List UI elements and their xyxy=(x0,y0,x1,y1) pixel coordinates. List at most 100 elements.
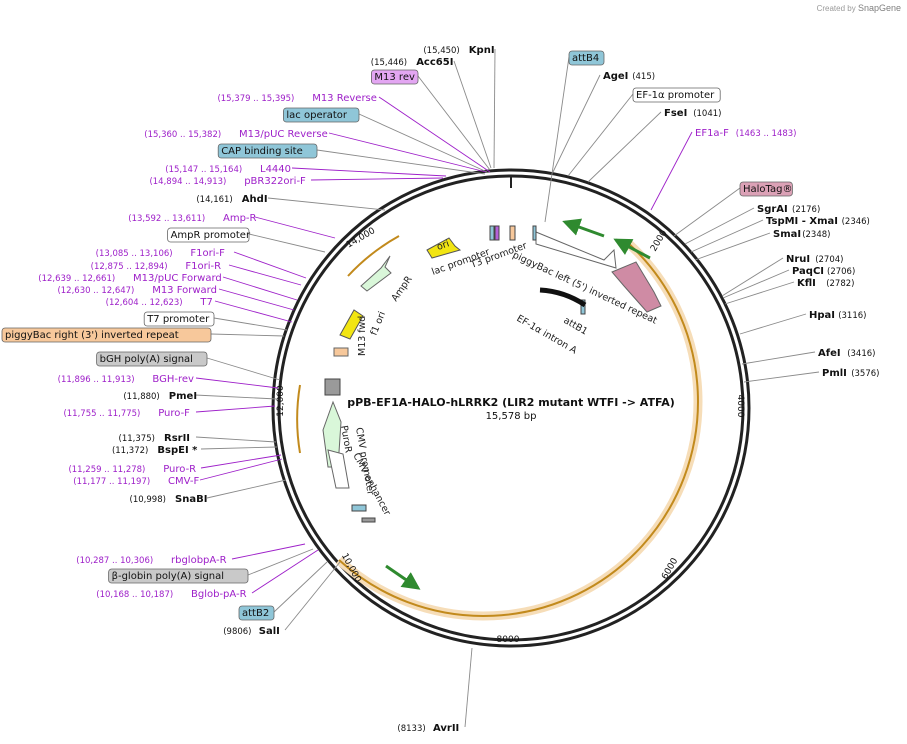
position-afei: (3416) xyxy=(847,349,875,359)
position-kfli: (2782) xyxy=(826,279,854,289)
position-bspei: (11,372) xyxy=(112,446,148,456)
leader-m13-puc-forward xyxy=(222,276,298,301)
leader-bgh-poly-a-signal xyxy=(206,357,281,381)
position-rbglobpa-r: (10,287 .. 10,306) xyxy=(76,556,153,566)
position-f1ori-r: (12,875 .. 12,894) xyxy=(91,262,168,272)
label-pbr322ori-f: pBR322ori-F xyxy=(244,176,306,187)
leader-afei xyxy=(741,351,816,365)
leader-t7 xyxy=(214,300,293,323)
backbone-outer-circle xyxy=(271,168,751,648)
position-sali: (9806) xyxy=(223,627,251,637)
position-cmv-f: (11,177 .. 11,197) xyxy=(73,477,150,487)
leader-puro-r xyxy=(200,454,282,469)
leader-nrui xyxy=(721,257,784,297)
position-kpni: (15,450) xyxy=(423,46,459,56)
leader-agei xyxy=(552,74,601,173)
leader-ampr-promoter xyxy=(248,233,326,253)
ef1a-intron-arc xyxy=(539,287,587,308)
leader-m13-forward xyxy=(218,288,295,311)
position-paqci: (2706) xyxy=(827,267,855,277)
label-ef1a-f: EF1a-F xyxy=(695,128,729,139)
leader-f1ori-r xyxy=(228,264,302,286)
leader-rbglobpa-r xyxy=(231,543,306,560)
leader-f1ori-f xyxy=(233,251,307,279)
label-rsrii: RsrII xyxy=(164,433,190,444)
bgh-polya-feature xyxy=(324,378,341,396)
inner-label-attb1: attB1 xyxy=(562,315,590,337)
leader-kpni xyxy=(493,48,496,169)
leader-t7-promoter xyxy=(213,317,288,331)
label-cap-binding-site: CAP binding site xyxy=(221,146,303,157)
position-ahdi: (14,161) xyxy=(196,195,232,205)
label-bspei: BspEI * xyxy=(157,445,198,456)
label-ef-1-promoter: EF-1α promoter xyxy=(636,90,715,101)
leader-lines xyxy=(194,48,820,728)
label-nrui: NruI xyxy=(786,254,810,265)
leader-cap-binding-site xyxy=(316,149,486,175)
label-tspmi-xmai: TspMI - XmaI xyxy=(766,216,838,227)
f1-ori-feature xyxy=(339,309,364,340)
snapgene-logo: SnapGene xyxy=(857,3,901,13)
feature-box-lac-operator xyxy=(282,107,360,123)
leader-halotag xyxy=(673,187,741,237)
inner-label-f1-ori: f1 ori xyxy=(369,310,388,337)
label-t7: T7 xyxy=(199,297,212,308)
feature-box-t7-promoter xyxy=(143,311,215,327)
puror-feature xyxy=(322,400,342,468)
leader-globin-poly-a-signal xyxy=(247,548,314,576)
leader-bgh-rev xyxy=(195,377,279,389)
position-m13-forward: (12,630 .. 12,647) xyxy=(57,286,134,296)
tick-label-8000: 8000 xyxy=(497,635,520,645)
label-puro-r: Puro-R xyxy=(163,464,196,475)
leader-piggybac-right-3-inverted-repeat xyxy=(210,333,285,337)
plasmid-name: pPB-EF1A-HALO-hLRRK2 (LIR2 mutant WTFI -… xyxy=(347,396,675,409)
leader-avrii xyxy=(464,647,473,728)
label-afei: AfeI xyxy=(818,348,841,359)
primer-arrow-3 xyxy=(385,564,421,590)
label-acc65i: Acc65I xyxy=(416,57,453,68)
leader-tspmi-xmai xyxy=(690,219,764,253)
t3-mark xyxy=(509,225,516,241)
piggybac-left-feature xyxy=(535,231,617,269)
leader-fsei xyxy=(587,111,662,183)
feature-box-cap-binding-site xyxy=(217,143,318,159)
inner-label-ori: ori xyxy=(435,238,450,253)
snapgene-credit: Created by SnapGene xyxy=(817,3,901,13)
position-acc65i: (15,446) xyxy=(371,58,407,68)
label-snabi: SnaBI xyxy=(175,494,207,505)
position-snabi: (10,998) xyxy=(130,495,166,505)
label-puro-f: Puro-F xyxy=(158,408,190,419)
label-fsei: FseI xyxy=(664,108,687,119)
label-halotag: HaloTag® xyxy=(743,184,792,195)
inner-label-puror: PuroR xyxy=(338,425,354,455)
label-bglob-pa-r: Bglob-pA-R xyxy=(191,589,247,600)
label-m13-puc-forward: M13/pUC Forward xyxy=(133,273,222,284)
label-paqci: PaqCI xyxy=(792,266,824,277)
left-arc-orange xyxy=(296,384,301,454)
feature-box-bgh-poly-a-signal xyxy=(96,351,208,367)
label-bgh-poly-a-signal: bGH poly(A) signal xyxy=(100,354,193,365)
label-attb2: attB2 xyxy=(242,608,269,619)
attb4-mark xyxy=(532,225,537,241)
leader-pmei xyxy=(194,394,278,400)
leader-m13-rev xyxy=(417,75,491,171)
leader-l4440 xyxy=(291,167,447,177)
position-fsei: (1041) xyxy=(693,109,721,119)
label-avrii: AvrII xyxy=(433,723,459,734)
position-sgrai: (2176) xyxy=(792,205,820,215)
label-hpai: HpaI xyxy=(809,310,835,321)
leader-attb2 xyxy=(273,561,328,613)
feature-box-attb4 xyxy=(568,50,605,66)
label-smai: SmaI xyxy=(773,229,801,240)
label-m13-puc-reverse: M13/pUC Reverse xyxy=(239,129,328,140)
leader-snabi xyxy=(206,479,287,499)
lac-operator-mark xyxy=(489,225,495,241)
label-f1ori-r: F1ori-R xyxy=(185,261,221,272)
leader-bspei xyxy=(200,446,278,450)
position-ef1a-f: (1463 .. 1483) xyxy=(736,129,797,139)
label-kfli: KflI xyxy=(797,278,816,289)
betaglobin-mark xyxy=(361,517,376,523)
feature-box-ampr-promoter xyxy=(167,227,250,243)
label-m13-reverse: M13 Reverse xyxy=(312,93,377,104)
label-pmli: PmlI xyxy=(822,368,847,379)
